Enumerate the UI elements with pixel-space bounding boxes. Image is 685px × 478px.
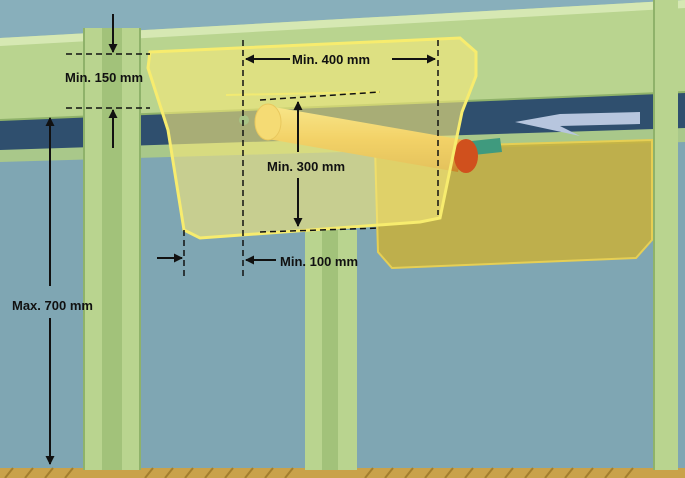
roller-end-cap	[454, 139, 478, 173]
label-min-100: Min. 100 mm	[280, 254, 358, 269]
floor	[0, 468, 685, 478]
label-max-700: Max. 700 mm	[12, 298, 93, 313]
top-rail-highlight	[0, 0, 685, 46]
front-guard-panel	[146, 36, 478, 240]
reference-lines	[66, 40, 439, 280]
belt-direction-arrow	[515, 112, 640, 136]
label-min-300: Min. 300 mm	[267, 159, 345, 174]
dimension-arrows	[45, 14, 436, 465]
label-min-150: Min. 150 mm	[65, 70, 143, 85]
floor-hatching	[4, 467, 634, 478]
right-post	[654, 0, 678, 470]
label-min-400: Min. 400 mm	[292, 52, 370, 67]
